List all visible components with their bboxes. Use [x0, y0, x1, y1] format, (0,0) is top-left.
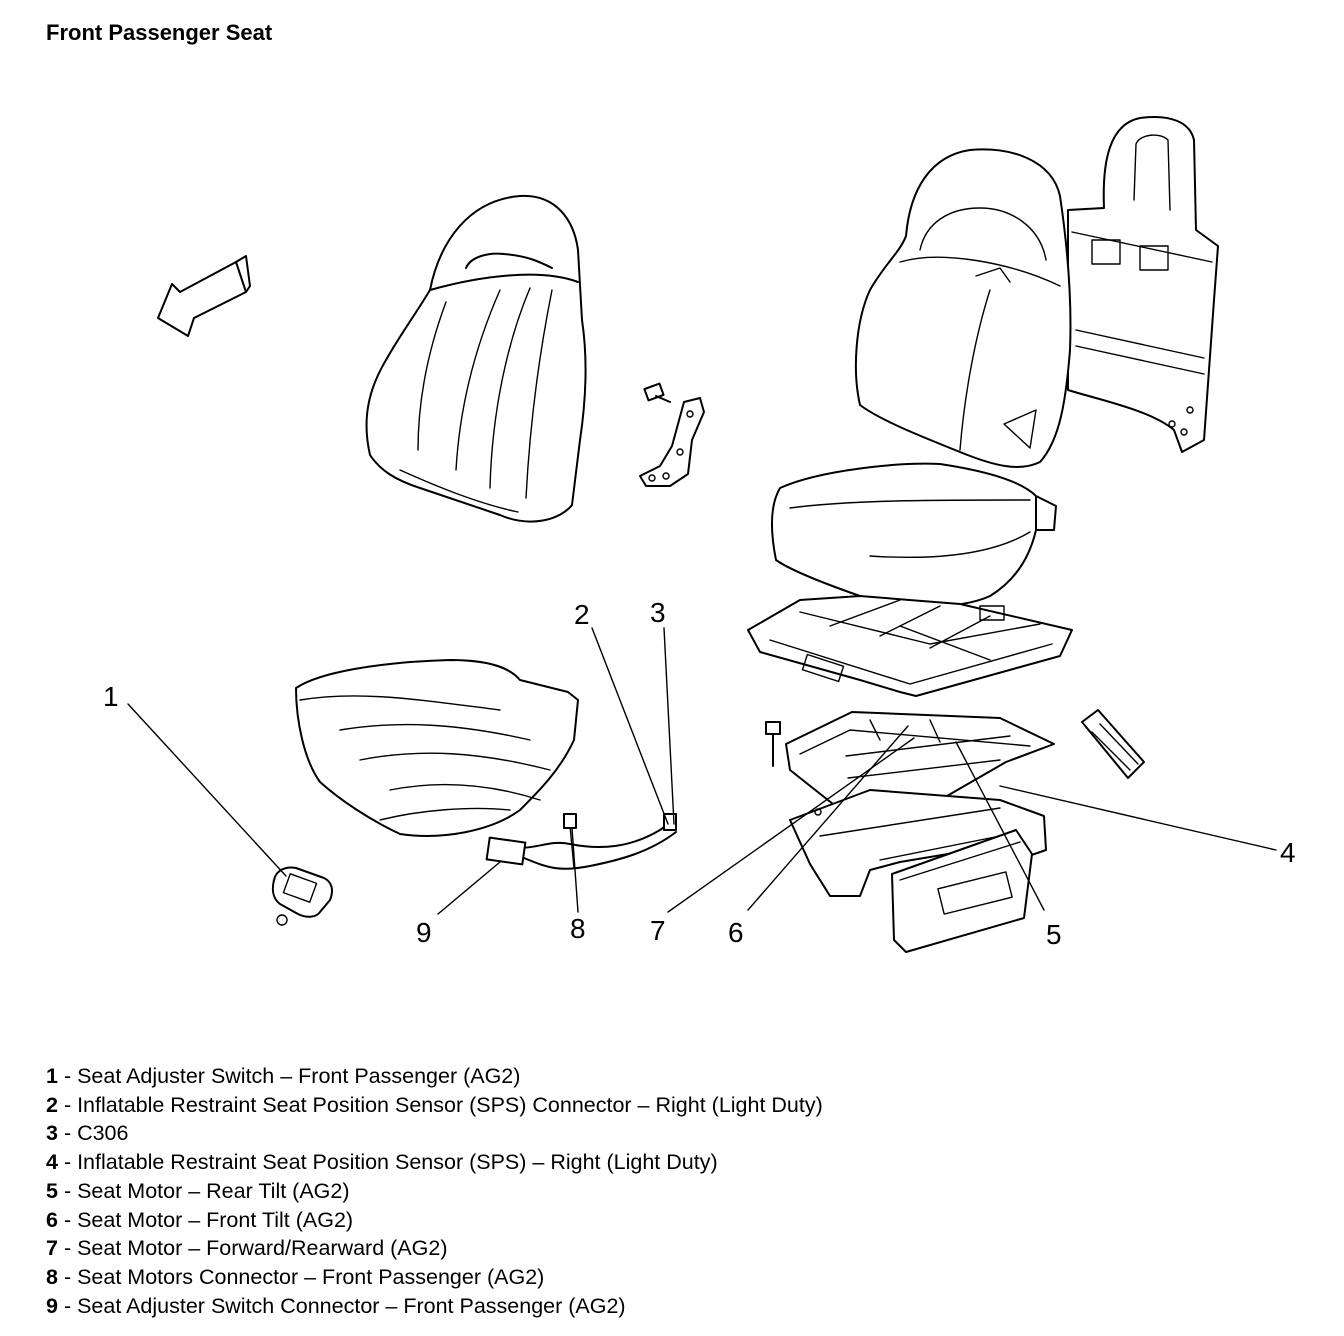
- legend-item: 9 - Seat Adjuster Switch Connector – Fro…: [46, 1292, 823, 1321]
- legend-item: 4 - Inflatable Restraint Seat Position S…: [46, 1148, 823, 1177]
- legend-separator: -: [57, 1236, 78, 1261]
- legend-description: Seat Motor – Rear Tilt (AG2): [77, 1178, 350, 1203]
- bolt-icon: [643, 382, 671, 403]
- track-bolt-icon: [765, 721, 781, 767]
- legend-description: Inflatable Restraint Seat Position Senso…: [77, 1150, 718, 1175]
- seat-pan-frame: [747, 595, 1073, 697]
- legend-separator: -: [57, 1121, 78, 1146]
- legend-description: Seat Adjuster Switch Connector – Front P…: [77, 1293, 626, 1318]
- legend-item: 6 - Seat Motor – Front Tilt (AG2): [46, 1206, 823, 1235]
- legend-number: 2: [46, 1092, 58, 1117]
- callout-8: 8: [570, 913, 586, 944]
- legend-description: Inflatable Restraint Seat Position Senso…: [77, 1092, 823, 1117]
- legend-item: 1 - Seat Adjuster Switch – Front Passeng…: [46, 1062, 823, 1091]
- callout-2: 2: [574, 599, 590, 630]
- seat-cushion-assembled: [770, 462, 1057, 608]
- recliner-bracket: [639, 397, 705, 487]
- forward-arrow-icon: [157, 255, 251, 337]
- legend-item: 8 - Seat Motors Connector – Front Passen…: [46, 1263, 823, 1292]
- legend-number: 1: [46, 1064, 58, 1088]
- legend-item: 3 - C306: [46, 1119, 823, 1148]
- seat-adjuster-switch: [271, 866, 333, 926]
- legend-item: 5 - Seat Motor – Rear Tilt (AG2): [46, 1177, 823, 1206]
- legend-item: 7 - Seat Motor – Forward/Rearward (AG2): [46, 1234, 823, 1263]
- side-trim-cover: [891, 829, 1033, 953]
- legend-separator: -: [57, 1293, 78, 1318]
- legend-separator: -: [57, 1207, 78, 1232]
- seat-back-assembled: [854, 148, 1072, 468]
- legend-number: 8: [46, 1264, 58, 1289]
- seat-back-frame: [1067, 116, 1219, 453]
- callout-6: 6: [728, 917, 744, 948]
- legend-number: 3: [46, 1121, 58, 1146]
- legend-item: 2 - Inflatable Restraint Seat Position S…: [46, 1091, 823, 1120]
- legend-number: 6: [46, 1207, 58, 1232]
- seat-adjuster-switch-connector: [485, 836, 527, 866]
- seat-cushion-removed: [295, 659, 579, 837]
- callout-9: 9: [416, 917, 432, 948]
- callout-7: 7: [650, 915, 666, 946]
- seat-motors-connector: [563, 813, 577, 829]
- legend-description: Seat Motor – Forward/Rearward (AG2): [77, 1236, 448, 1261]
- callout-3: 3: [650, 597, 666, 628]
- legend-description: Seat Adjuster Switch – Front Passenger (…: [77, 1064, 521, 1088]
- callout-4: 4: [1280, 837, 1296, 868]
- legend-separator: -: [57, 1264, 78, 1289]
- parts-legend: 1 - Seat Adjuster Switch – Front Passeng…: [46, 1062, 823, 1320]
- legend-separator: -: [57, 1092, 78, 1117]
- legend-number: 9: [46, 1293, 58, 1318]
- legend-description: Seat Motor – Front Tilt (AG2): [77, 1207, 354, 1232]
- callout-1: 1: [103, 681, 119, 712]
- sps-connector-block: [1081, 709, 1145, 779]
- legend-number: 4: [46, 1150, 58, 1175]
- wiring-harness: [517, 819, 677, 870]
- page-title: Front Passenger Seat: [46, 20, 273, 45]
- callout-5: 5: [1046, 919, 1062, 950]
- legend-description: C306: [77, 1121, 129, 1146]
- legend-separator: -: [57, 1178, 78, 1203]
- leader-lines: [127, 627, 1277, 915]
- legend-separator: -: [57, 1150, 78, 1175]
- legend-separator: -: [57, 1064, 78, 1088]
- seat-back-cushion: [365, 194, 587, 523]
- legend-number: 7: [46, 1236, 58, 1261]
- callout-labels: 1 2 3 4 5 6 7 8 9: [103, 597, 1296, 950]
- legend-description: Seat Motors Connector – Front Passenger …: [77, 1264, 545, 1289]
- legend-number: 5: [46, 1178, 58, 1203]
